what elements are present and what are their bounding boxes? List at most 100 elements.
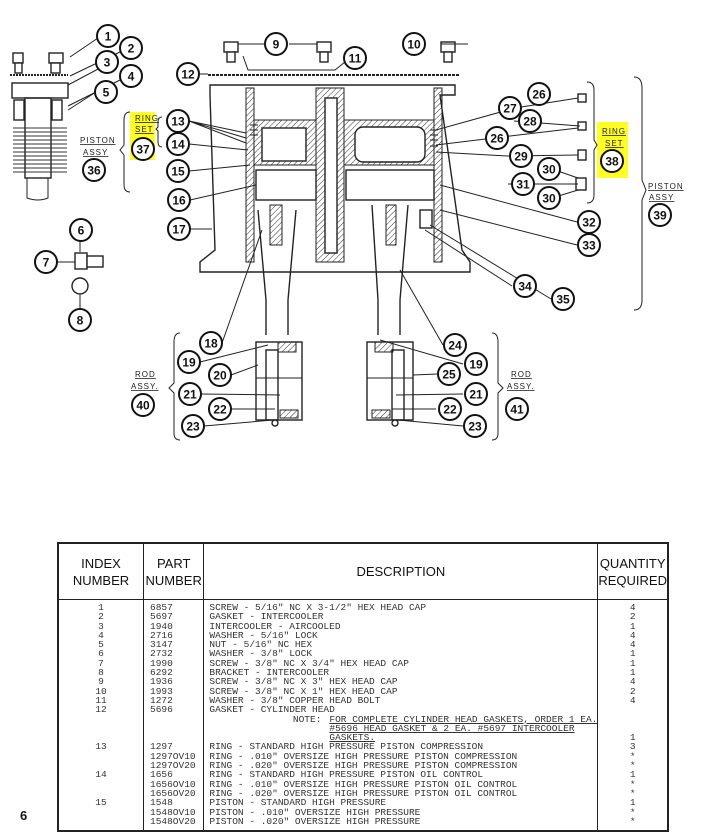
part-number: 5696 [142, 705, 205, 715]
description: PISTON - .020" OVERSIZE HIGH PRESSURE [203, 816, 599, 832]
callout-circle [513, 274, 537, 298]
piston-assy-right-line1: PISTON [648, 182, 684, 191]
callout-circle [648, 203, 672, 227]
callout-number: 25 [442, 368, 456, 382]
callout-number: 36 [87, 164, 101, 178]
callout-circle [34, 250, 58, 274]
callout-17: 17 [167, 217, 191, 241]
callout-33: 33 [577, 233, 601, 257]
callout-number: 19 [182, 356, 196, 370]
note-label: NOTE: [292, 713, 322, 725]
index-number: 13 [57, 742, 144, 752]
part-number: 6292 [142, 668, 205, 677]
callout-4: 4 [119, 64, 143, 88]
callout-number: 26 [490, 132, 504, 146]
callout-9: 9 [264, 32, 288, 56]
callout-21: 21 [464, 382, 488, 406]
callout-circle [208, 363, 232, 387]
callout-number: 8 [77, 314, 84, 328]
callout-number: 6 [78, 224, 85, 238]
cylinder-block [198, 41, 471, 335]
callout-number: 24 [448, 339, 462, 353]
callout-number: 16 [172, 194, 186, 208]
callout-circle [438, 397, 462, 421]
callout-13: 13 [166, 109, 190, 133]
index-number: 14 [57, 770, 144, 780]
part-number [142, 733, 205, 743]
callout-7: 7 [34, 250, 58, 274]
callout-circle [464, 382, 488, 406]
part-number: 6857 [142, 599, 205, 613]
quantity: 1 [597, 733, 669, 743]
note-row: #5696 HEAD GASKET & 2 EA. #5697 INTERCOO… [57, 723, 669, 734]
callout-16: 16 [167, 188, 191, 212]
callout-number: 5 [103, 86, 110, 100]
callout-number: 4 [128, 70, 135, 84]
callout-circle [463, 414, 487, 438]
part-number: 1297OV20 [142, 761, 205, 770]
callout-19: 19 [177, 350, 201, 374]
callout-31: 31 [511, 172, 535, 196]
index-number [57, 816, 144, 832]
quantity [597, 723, 669, 734]
callout-27: 27 [498, 96, 522, 120]
callout-number: 19 [469, 358, 483, 372]
callout-11: 11 [343, 46, 367, 70]
part-number: 1940 [142, 621, 205, 631]
callout-circle [464, 352, 488, 376]
callout-circle [68, 308, 92, 332]
index-number [57, 714, 144, 724]
callout-26: 26 [485, 126, 509, 150]
callout-1: 1 [96, 24, 120, 48]
callout-15: 15 [166, 159, 190, 183]
callout-30: 30 [537, 157, 561, 181]
callout-number: 41 [510, 403, 524, 417]
piston-assy-left-line2: ASSY [83, 148, 108, 157]
callout-number: 29 [514, 150, 528, 164]
connecting-rod-assemblies [255, 341, 414, 427]
note-row: NOTE:FOR COMPLETE CYLINDER HEAD GASKETS,… [57, 713, 669, 725]
quantity [597, 714, 669, 724]
quantity: 1 [597, 649, 669, 659]
part-number: 1548OV10 [142, 807, 205, 817]
quantity: 1 [597, 770, 669, 780]
rod-assy-left-line2: ASSY. [131, 382, 159, 391]
callout-20: 20 [208, 363, 232, 387]
quantity: * [597, 761, 669, 770]
callout-circle [94, 80, 118, 104]
callout-number: 12 [181, 68, 195, 82]
callout-24: 24 [443, 333, 467, 357]
piston-assy-right-line2: ASSY [649, 193, 674, 202]
callout-19: 19 [464, 352, 488, 376]
callout-number: 22 [443, 403, 457, 417]
callout-10: 10 [402, 32, 426, 56]
callout-12: 12 [176, 62, 200, 86]
ring-set-left-line2: SET [135, 125, 154, 134]
index-number [57, 723, 144, 734]
index-number [57, 807, 144, 817]
index-number [57, 751, 144, 762]
callout-circle [167, 188, 191, 212]
quantity: 1 [597, 621, 669, 631]
callout-number: 15 [171, 165, 185, 179]
callout-circle [176, 62, 200, 86]
quantity: 4 [597, 640, 669, 650]
quantity: * [597, 751, 669, 761]
part-number: 1656OV20 [142, 789, 205, 798]
callout-35: 35 [551, 287, 575, 311]
quantity: 4 [597, 696, 669, 705]
